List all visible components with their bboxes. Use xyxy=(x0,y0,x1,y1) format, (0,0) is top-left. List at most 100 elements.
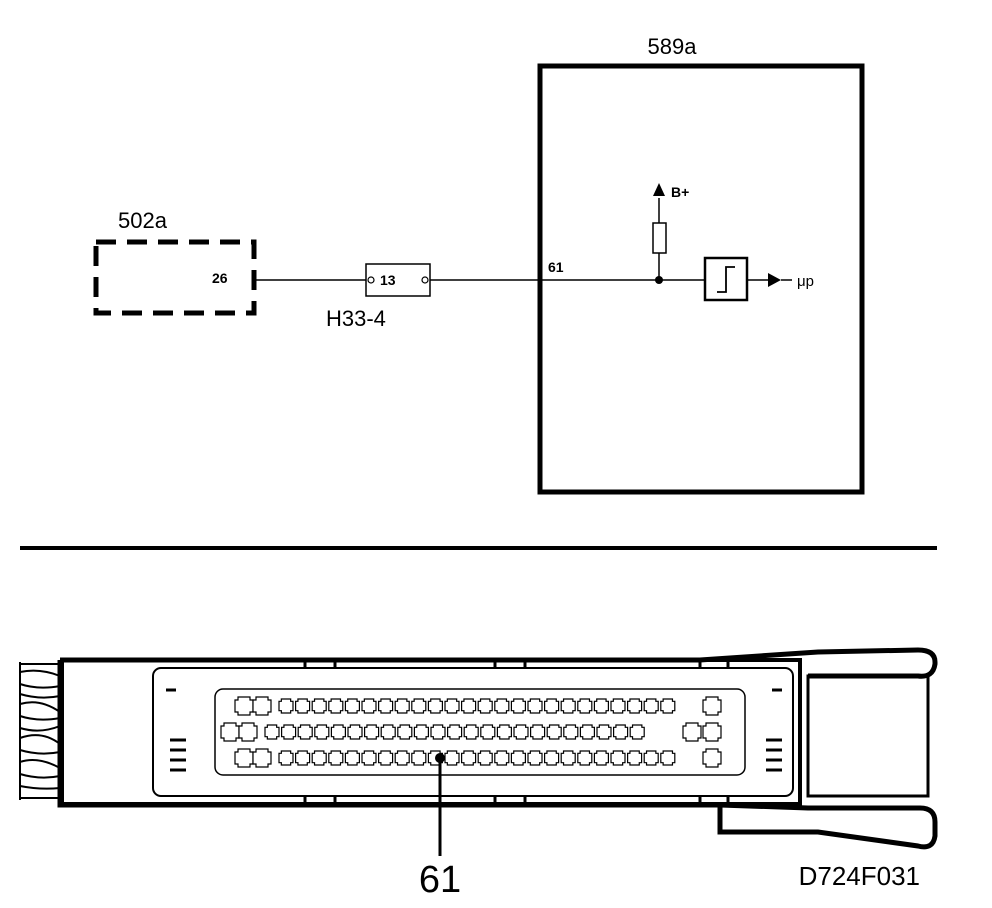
connector-pin xyxy=(546,724,562,740)
connector-pin xyxy=(577,698,593,714)
connector-pin xyxy=(281,724,297,740)
connector-pin xyxy=(480,724,496,740)
connector-pin xyxy=(430,724,446,740)
connector-pin xyxy=(378,698,394,714)
connector-pin xyxy=(682,722,702,742)
cable-wire xyxy=(19,683,61,689)
connector-pin xyxy=(494,698,510,714)
connector-pin xyxy=(427,698,443,714)
connector-pin xyxy=(411,750,427,766)
connector-pin xyxy=(510,698,526,714)
connector-pin xyxy=(297,724,313,740)
connector-pin xyxy=(643,750,659,766)
cable-wire xyxy=(19,693,61,699)
connector-pin xyxy=(330,724,346,740)
connector-pin xyxy=(380,724,396,740)
schmitt-trigger-icon xyxy=(717,266,735,293)
connector-pin xyxy=(593,750,609,766)
connector-pin xyxy=(252,748,272,768)
side-grips xyxy=(166,688,782,772)
connector-pin xyxy=(444,750,460,766)
connector-pin xyxy=(347,724,363,740)
output-label: μp xyxy=(797,273,814,290)
junction-dot xyxy=(655,276,663,284)
connector-pin xyxy=(311,698,327,714)
connector-pin xyxy=(544,698,560,714)
connector-pin xyxy=(238,722,258,742)
connector-pin xyxy=(496,724,512,740)
connector-pin xyxy=(613,724,629,740)
cable-wire xyxy=(19,701,61,713)
connector-pin xyxy=(560,698,576,714)
cable-wire xyxy=(19,749,61,755)
connector-pin xyxy=(627,698,643,714)
connector-pin xyxy=(579,724,595,740)
connector-pin-out xyxy=(421,276,429,284)
connector-pin xyxy=(328,750,344,766)
cable-wire xyxy=(19,734,61,745)
pin-grid xyxy=(220,696,722,768)
connector-pin xyxy=(702,722,722,742)
connector-pin xyxy=(610,698,626,714)
connector-pin xyxy=(364,724,380,740)
connector-pin xyxy=(629,724,645,740)
ecu-box xyxy=(537,63,865,495)
connector-pin xyxy=(278,750,294,766)
connector-pin xyxy=(361,750,377,766)
connector-pin xyxy=(544,750,560,766)
cable-wire xyxy=(19,725,61,732)
connector-pin xyxy=(378,750,394,766)
connector-pin xyxy=(702,696,722,716)
connector-pin xyxy=(252,696,272,716)
connector-pin xyxy=(560,750,576,766)
connector-pin xyxy=(461,698,477,714)
connector-pin xyxy=(527,750,543,766)
housing-body xyxy=(60,658,802,806)
supply-label: B+ xyxy=(671,184,689,200)
connector-pin-label: 13 xyxy=(380,272,396,288)
connector-pin xyxy=(328,698,344,714)
connector-pin xyxy=(660,750,676,766)
housing-latch-end xyxy=(806,674,930,798)
connector-pin xyxy=(295,750,311,766)
connector-pin xyxy=(361,698,377,714)
pullup-resistor xyxy=(652,222,667,254)
connector-pin xyxy=(527,698,543,714)
connector-pin xyxy=(530,724,546,740)
connector-pin xyxy=(411,698,427,714)
connector-pin xyxy=(577,750,593,766)
connector-pin xyxy=(220,722,240,742)
connector-housing xyxy=(57,647,938,850)
drawing-code: D724F031 xyxy=(799,861,920,891)
connector-pin xyxy=(311,750,327,766)
ecu-label: 589a xyxy=(648,34,698,59)
connector-pin xyxy=(397,724,413,740)
connector-pin xyxy=(494,750,510,766)
connector-pin xyxy=(461,750,477,766)
supply-arrow-icon xyxy=(653,183,665,196)
pin-field xyxy=(214,688,746,776)
connector-pin xyxy=(477,750,493,766)
connector-pin xyxy=(510,750,526,766)
sensor-box xyxy=(93,239,257,316)
connector-pin xyxy=(314,724,330,740)
connector-pin xyxy=(593,698,609,714)
connector-pin xyxy=(234,748,254,768)
connector-pin xyxy=(702,748,722,768)
connector-pin xyxy=(447,724,463,740)
housing-inner-frame xyxy=(152,667,794,797)
connector-label: H33-4 xyxy=(326,306,386,331)
connector-pin xyxy=(344,750,360,766)
output-arrow-icon xyxy=(768,273,781,287)
connector-pin xyxy=(660,698,676,714)
connector-pin xyxy=(413,724,429,740)
connector-view: 61 D724F031 xyxy=(19,647,938,901)
connector-pin xyxy=(596,724,612,740)
cable-wire xyxy=(19,715,61,721)
wire-label: 61 xyxy=(548,259,564,275)
connector-pin xyxy=(444,698,460,714)
connector-pin-in xyxy=(367,276,375,284)
connector-pin xyxy=(234,696,254,716)
sensor-pin-label: 26 xyxy=(212,270,228,286)
